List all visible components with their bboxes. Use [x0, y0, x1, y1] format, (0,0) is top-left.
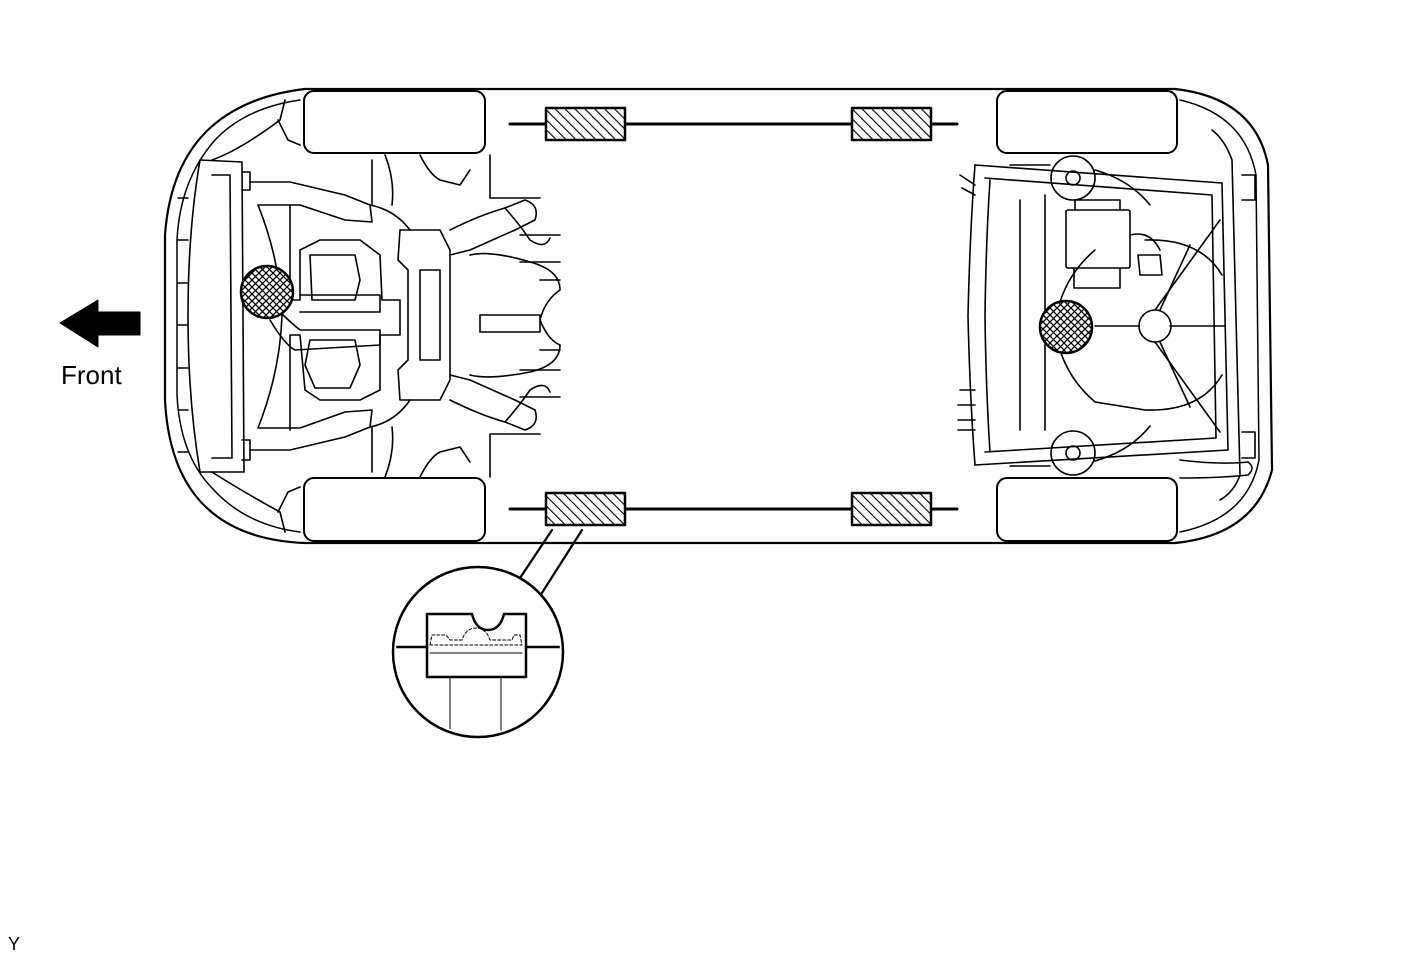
wheels	[303, 90, 1178, 542]
wheel-front-left	[303, 90, 486, 154]
figure-code-label: Y	[8, 934, 21, 954]
lift-pad-rear-left	[850, 106, 933, 142]
jack-point-rear	[1038, 299, 1094, 355]
detail-callout	[391, 528, 584, 739]
lift-pad-rear-right	[850, 491, 933, 527]
jack-point-markers	[239, 264, 1094, 355]
body-outline	[163, 87, 1274, 545]
detail-lift-pad	[425, 612, 528, 679]
lift-pad-front-left	[544, 106, 627, 142]
arrow-left-icon	[59, 299, 141, 348]
front-structure	[187, 99, 561, 533]
lift-pads	[544, 106, 933, 527]
front-direction-label: Front	[61, 360, 122, 390]
jack-point-front	[239, 264, 295, 320]
wheel-rear-left	[996, 90, 1178, 154]
detail-magnifier-circle	[391, 565, 565, 739]
rear-structure	[957, 129, 1256, 501]
side-rails	[508, 122, 959, 511]
wheel-front-right	[303, 477, 486, 542]
lift-pad-front-right	[544, 491, 627, 527]
wheel-rear-right	[996, 477, 1178, 542]
